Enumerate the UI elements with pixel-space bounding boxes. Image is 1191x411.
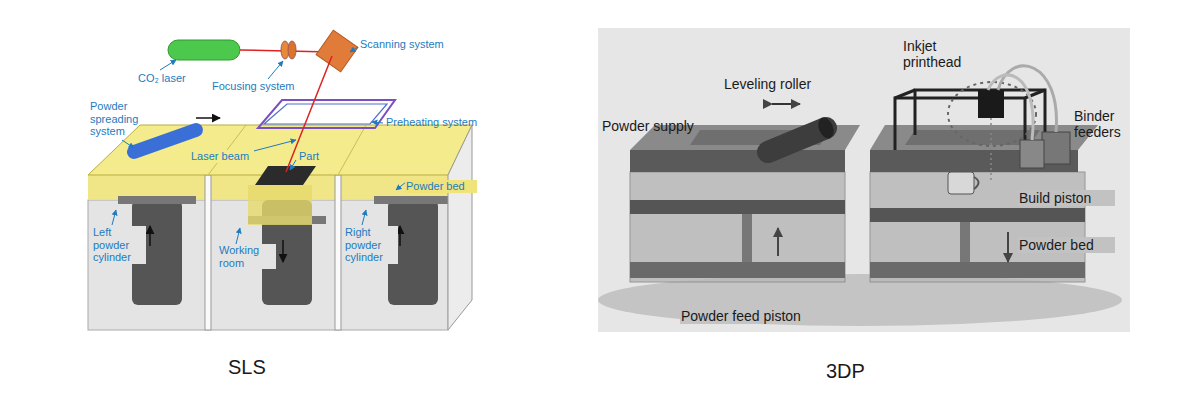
supply-chamber	[630, 172, 845, 282]
panel-ground	[598, 28, 1130, 332]
part-label: Powder bed	[405, 180, 477, 193]
piston-base	[630, 262, 845, 278]
motion-arrow	[772, 103, 800, 105]
preheating-frame	[258, 100, 395, 128]
part-label: Working room	[218, 244, 276, 269]
motion-arrow	[149, 226, 151, 246]
part-label: Scanning system	[360, 38, 460, 51]
part-label: Leveling roller	[724, 76, 834, 92]
lens	[288, 41, 296, 59]
piston-rod	[742, 214, 752, 262]
binder-feeder	[1042, 132, 1070, 164]
focus-ring	[948, 82, 1036, 146]
part-label: Preheating system	[386, 116, 486, 129]
divider	[335, 175, 341, 330]
printed-mug	[948, 172, 974, 194]
powder-piston	[630, 200, 845, 214]
part-label: Inkjet printhead	[903, 38, 983, 70]
part-label: Powder bed	[1018, 237, 1115, 253]
binder-feeder	[1020, 140, 1044, 168]
mug-handle	[974, 177, 979, 189]
caption-text: SLS	[228, 356, 288, 379]
part-label: Focusing system	[212, 80, 312, 93]
motion-arrow	[196, 117, 220, 119]
part-label: Build piston	[1018, 190, 1115, 206]
motion-arrow	[282, 240, 284, 262]
laser-beam	[286, 56, 332, 172]
printhead	[978, 90, 1004, 118]
preheating-frame	[264, 104, 387, 124]
working-block	[248, 185, 312, 225]
part-label: Powder feed piston	[680, 308, 832, 324]
piston-rod	[960, 222, 970, 262]
divider-line	[338, 125, 366, 175]
caption-text: 3DP	[826, 360, 886, 383]
piston-base	[870, 262, 1085, 278]
binder-tube	[988, 75, 1033, 140]
binder-jet	[990, 118, 992, 180]
part-label: Laser beam	[190, 150, 254, 163]
divider	[205, 175, 211, 330]
leveling-roller	[768, 128, 826, 152]
co2-laser	[168, 40, 240, 60]
part-label: Powder supply	[602, 118, 712, 134]
part-label: Part	[298, 150, 330, 163]
scanning-mirror	[316, 30, 358, 72]
part-label: Right powder cylinder	[344, 226, 398, 264]
build-chamber	[870, 172, 1085, 282]
part-label: Binder feeders	[1074, 108, 1134, 140]
part-label: CO₂ laser	[138, 72, 200, 85]
motion-arrow	[1007, 232, 1009, 262]
motion-arrow	[777, 228, 779, 256]
motion-arrow	[399, 226, 401, 246]
end-wall	[448, 125, 472, 330]
roller-end	[815, 115, 836, 141]
part-label: Left powder cylinder	[92, 226, 146, 264]
piston	[374, 196, 452, 204]
build-piston-plate	[870, 208, 1085, 222]
spreading-roller	[134, 130, 196, 152]
3dp-machine	[598, 28, 1130, 332]
part-label: Powder spreading system	[90, 100, 150, 138]
part-block	[255, 166, 316, 185]
slab-front	[630, 150, 845, 172]
piston	[118, 196, 196, 204]
leader-lines	[112, 47, 406, 244]
